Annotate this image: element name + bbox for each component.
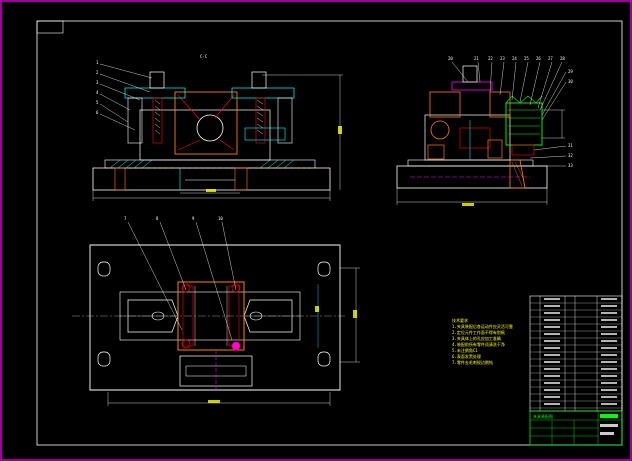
bom-cell-mark xyxy=(544,389,560,391)
svg-text:5: 5 xyxy=(96,100,99,105)
svg-text:4: 4 xyxy=(96,90,99,95)
svg-text:8: 8 xyxy=(156,216,159,221)
bom-cell-mark xyxy=(601,333,617,335)
bom-cell-mark xyxy=(544,361,560,363)
bom-cell-mark xyxy=(601,340,617,342)
bom-cell-mark xyxy=(544,375,560,377)
svg-text:30: 30 xyxy=(568,79,573,84)
svg-text:20: 20 xyxy=(448,56,453,61)
bom-cell-mark xyxy=(544,333,560,335)
side-view: 20 21 22 23 24 25 26 27 28 29 30 31 32 3… xyxy=(396,56,573,206)
note-6: 6.表面发黑处理 xyxy=(452,353,481,359)
notes-title: 技术要求 xyxy=(452,317,468,323)
svg-text:29: 29 xyxy=(568,69,573,74)
svg-text:22: 22 xyxy=(488,56,493,61)
bom-cell-mark xyxy=(601,389,617,391)
note-4: 4.装配前所有零件须清洗干净 xyxy=(452,341,505,347)
bom-cell-mark xyxy=(544,368,560,370)
note-1: 1.夹具装配后各运动件应灵活可靠 xyxy=(452,323,513,329)
bom-cell-mark xyxy=(544,382,560,384)
svg-text:24: 24 xyxy=(512,56,517,61)
technical-notes: 技术要求 1.夹具装配后各运动件应灵活可靠 2.定位元件工作面不得有划痕 3.夹… xyxy=(452,317,513,365)
svg-text:25: 25 xyxy=(524,56,529,61)
title-block: 夹具装配图 xyxy=(529,410,623,446)
bom-cell-mark xyxy=(544,326,560,328)
bom-cell-mark xyxy=(544,396,560,398)
note-2: 2.定位元件工作面不得有划痕 xyxy=(452,329,505,335)
bom-cell-mark xyxy=(601,305,617,307)
svg-text:2: 2 xyxy=(96,70,99,75)
note-3: 3.夹具体上的孔应加工准确 xyxy=(452,335,501,341)
bom-cell-mark xyxy=(601,368,617,370)
bom-cell-mark xyxy=(544,347,560,349)
bom-cell-mark xyxy=(544,340,560,342)
bom-cell-mark xyxy=(601,347,617,349)
svg-text:28: 28 xyxy=(560,56,565,61)
svg-text:27: 27 xyxy=(548,56,553,61)
svg-text:7: 7 xyxy=(124,216,127,221)
svg-text:9: 9 xyxy=(192,216,195,221)
title-block-name: 夹具装配图 xyxy=(533,413,553,419)
corner-code-box xyxy=(36,20,64,34)
svg-text:33: 33 xyxy=(568,163,573,168)
bom-cell-mark xyxy=(544,305,560,307)
drawing-frame xyxy=(36,20,623,446)
bom-cell-mark xyxy=(601,326,617,328)
bom-cell-mark xyxy=(544,312,560,314)
highlighted-component xyxy=(505,102,543,146)
svg-text:26: 26 xyxy=(536,56,541,61)
section-label: C-C xyxy=(200,54,208,59)
bom-cell-mark xyxy=(601,396,617,398)
parts-list xyxy=(529,295,623,412)
bom-cell-mark xyxy=(601,361,617,363)
svg-text:32: 32 xyxy=(568,153,573,158)
bom-cell-mark xyxy=(601,382,617,384)
bom-cell-mark xyxy=(544,298,560,300)
svg-text:3: 3 xyxy=(96,80,99,85)
bom-cell-mark xyxy=(544,354,560,356)
svg-text:21: 21 xyxy=(474,56,479,61)
svg-text:1: 1 xyxy=(96,60,99,65)
note-7: 7.零件去毛刺锐边倒钝 xyxy=(452,359,493,365)
bom-cell-mark xyxy=(601,354,617,356)
svg-text:31: 31 xyxy=(568,143,573,148)
bom-cell-mark xyxy=(601,298,617,300)
svg-text:6: 6 xyxy=(96,110,99,115)
bom-cell-mark xyxy=(544,319,560,321)
front-section-view: C-C xyxy=(92,54,343,201)
bom-cell-mark xyxy=(601,375,617,377)
plan-view: 7 8 9 10 xyxy=(72,216,360,406)
bom-cell-mark xyxy=(601,312,617,314)
svg-text:10: 10 xyxy=(218,216,223,221)
svg-text:23: 23 xyxy=(500,56,505,61)
note-5: 5.未注倒角C1 xyxy=(452,347,478,353)
bom-cell-mark xyxy=(601,403,617,405)
bom-cell-mark xyxy=(601,319,617,321)
bom-cell-mark xyxy=(544,403,560,405)
